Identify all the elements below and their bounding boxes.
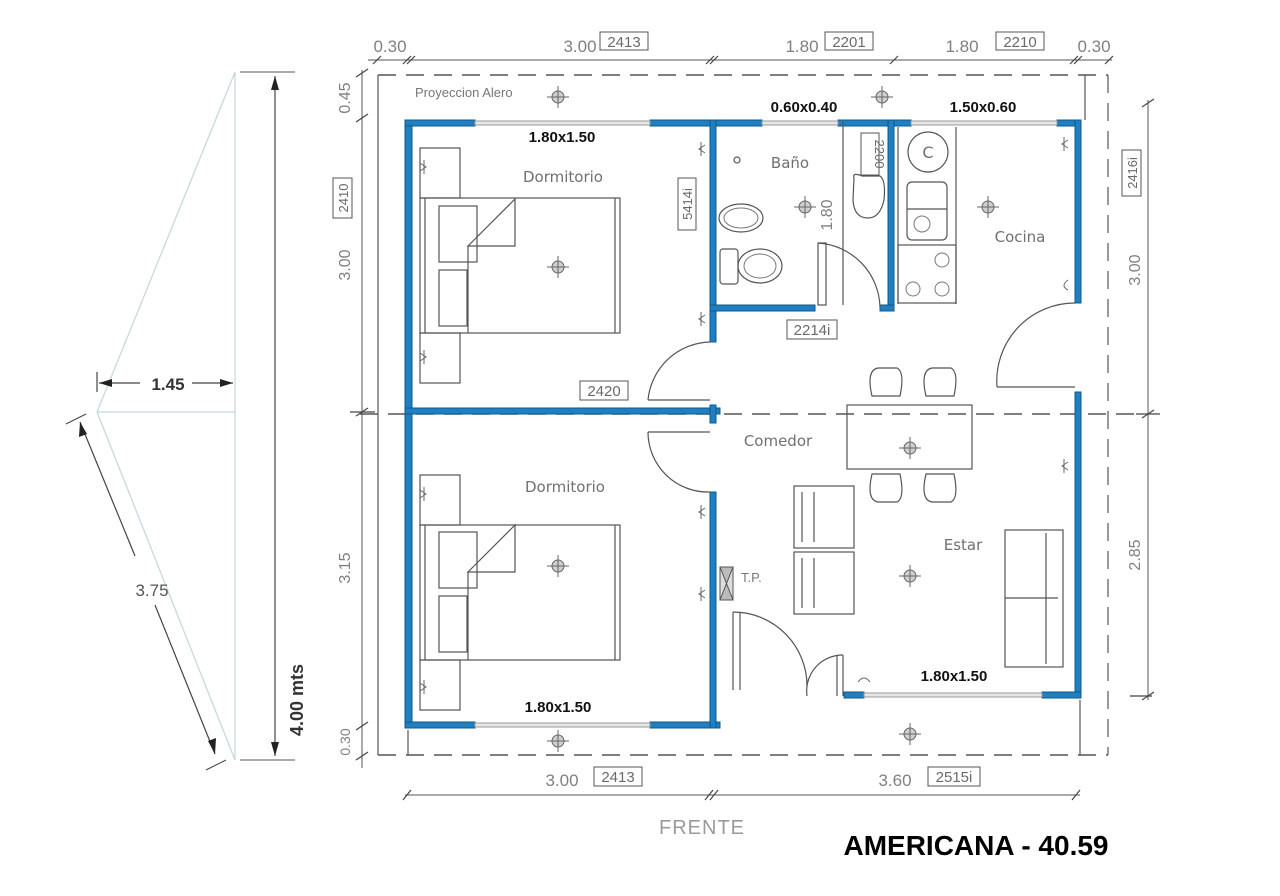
top-dim-2: 1.80 [785, 37, 818, 56]
right-code-0: 2416i [1125, 157, 1140, 189]
bottom-dimension-line [402, 789, 1081, 801]
right-dim-0: 3.00 [1127, 254, 1144, 285]
kitchen-fixtures [897, 127, 957, 304]
electrical-panel-icon [719, 566, 734, 601]
top-code-3: 2210 [1003, 34, 1036, 51]
code-dorm1-door: 2420 [587, 383, 620, 400]
code-dorm1-wall: 5414i [680, 188, 695, 220]
room-estar: Estar [944, 536, 983, 554]
top-code-2: 2201 [832, 34, 865, 51]
bottom-code-1: 2515i [936, 769, 973, 786]
room-bano: Baño [771, 154, 809, 172]
front-label: FRENTE [659, 817, 745, 839]
dining-set [846, 367, 973, 503]
eave-outline [360, 74, 1135, 756]
roof-half-span: 1.45 [151, 375, 184, 394]
bed-dormitorio-2 [419, 474, 621, 711]
window-label-bath: 0.60x0.40 [771, 99, 838, 116]
roof-slope-length: 3.75 [135, 581, 168, 600]
bottom-dim-1: 3.60 [878, 771, 911, 790]
stove-label: C [922, 143, 933, 162]
wall-outlets [419, 137, 1069, 694]
left-dim-1: 3.00 [337, 249, 354, 280]
window-label-living: 1.80x1.50 [921, 668, 988, 685]
code-bath-inner: 2200 [872, 140, 887, 169]
top-dim-0: 0.30 [373, 37, 406, 56]
doors [647, 122, 1076, 697]
bathroom-fixtures [718, 156, 886, 285]
top-dim-4: 0.30 [1077, 37, 1110, 56]
top-code-1: 2413 [607, 34, 640, 51]
panel-label: T.P. [741, 570, 762, 585]
window-label-kitchen: 1.50x0.60 [950, 99, 1017, 116]
roof-total-width: 4.00 mts [287, 664, 307, 736]
window-label-dorm1: 1.80x1.50 [529, 129, 596, 146]
bath-length: 1.80 [819, 199, 836, 230]
roof-section-diagram [65, 71, 295, 771]
eave-label: Proyeccion Alero [415, 85, 513, 100]
left-dim-0: 0.45 [337, 82, 354, 113]
top-dim-1: 3.00 [563, 37, 596, 56]
windows [474, 120, 1058, 728]
room-cocina: Cocina [995, 228, 1046, 246]
ceiling-lights [547, 86, 999, 752]
bottom-dim-0: 3.00 [545, 771, 578, 790]
walls [404, 119, 1082, 729]
plan-title: AMERICANA - 40.59 [843, 830, 1108, 861]
top-dim-3: 1.80 [945, 37, 978, 56]
bed-dormitorio-1 [419, 147, 621, 384]
left-code-1: 2410 [336, 184, 351, 213]
left-dim-3: 0.30 [337, 728, 353, 755]
right-dimension-line [1130, 98, 1160, 701]
window-label-dorm2: 1.80x1.50 [525, 699, 592, 716]
room-comedor: Comedor [744, 432, 813, 450]
left-dimension-line [350, 68, 375, 768]
right-dim-1: 2.85 [1127, 539, 1144, 570]
top-dimension-line [368, 55, 1114, 65]
left-dim-2: 3.15 [337, 552, 354, 583]
room-dormitorio-1: Dormitorio [523, 168, 603, 186]
room-dormitorio-2: Dormitorio [525, 478, 605, 496]
bottom-code-0: 2413 [601, 769, 634, 786]
living-furniture [793, 485, 1064, 668]
code-bath-door: 2214i [794, 322, 831, 339]
